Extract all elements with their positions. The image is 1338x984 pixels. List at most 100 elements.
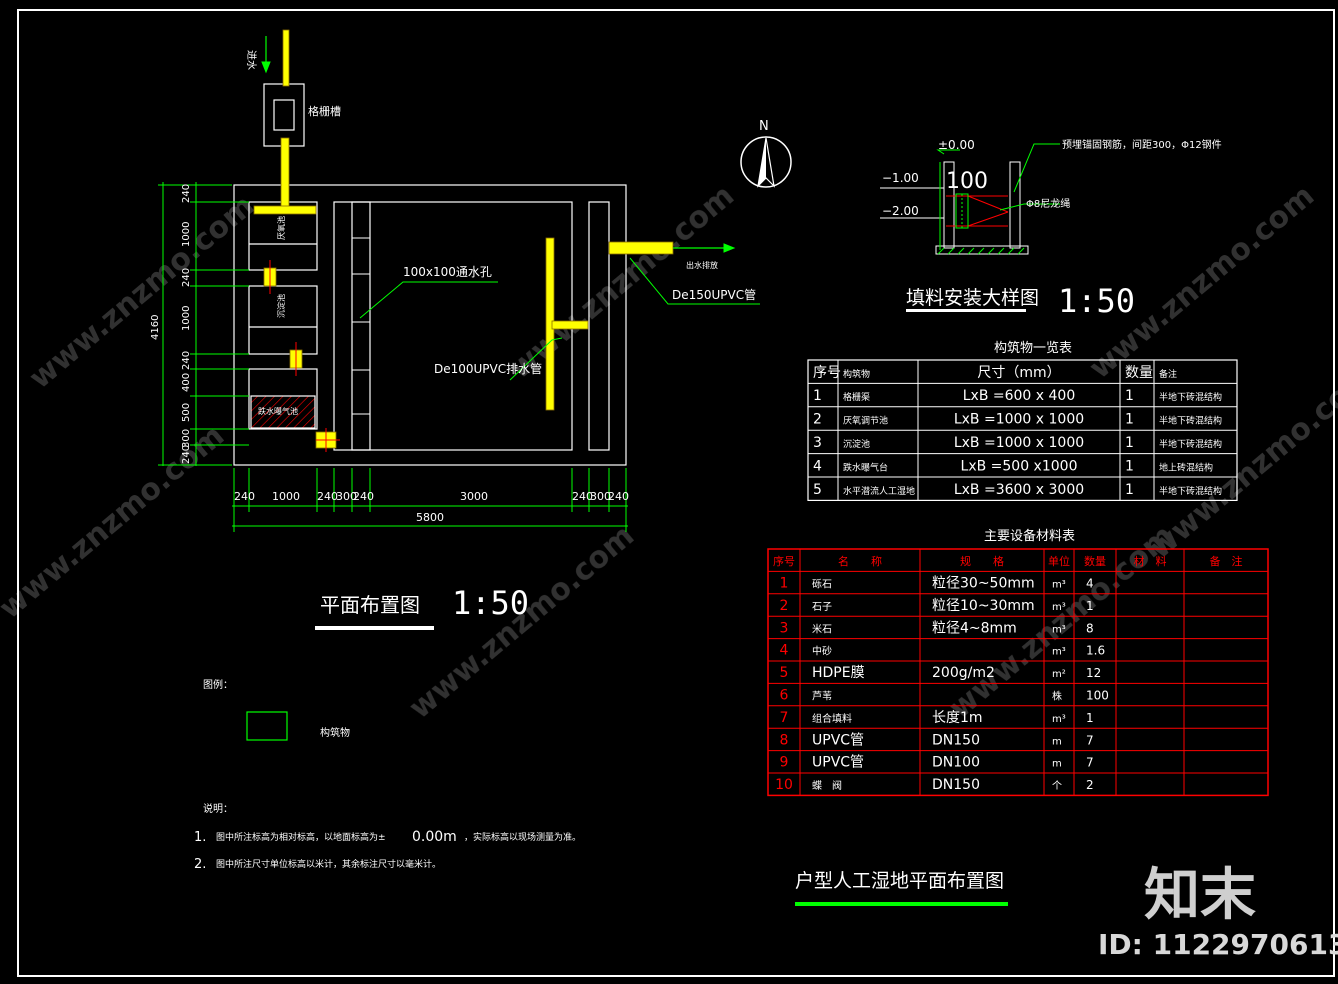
note-number: 1. [194,830,206,845]
inlet-label: 进水 [245,50,257,70]
plan-title: 平面布置图 [320,593,420,617]
struct-table-cell: 半地下砖混结构 [1159,438,1222,450]
material-table-cell: m³ [1052,624,1066,635]
struct-table-cell: 1 [813,388,822,404]
struct-table-cell: 1 [1125,388,1134,404]
material-table-cell: 7 [1086,756,1094,770]
grille-screen [273,99,295,131]
detail-title-underline [906,309,1026,312]
struct-table-cell: 5 [813,482,822,498]
legend-label: 图例： [203,678,233,691]
dim-label: 240 [181,268,192,287]
material-table-cell: HDPE膜 [812,665,865,681]
struct-table-cell: 3 [813,435,822,451]
dim-label: 240 [572,490,593,503]
material-table-cell: 蝶 阀 [812,779,842,792]
material-table-cell: DN100 [932,755,980,771]
note-number: 2. [194,857,206,872]
chamber-aeration [248,368,318,430]
dim-label: 240 [317,490,338,503]
dim-label: 3000 [460,490,488,503]
material-table-header: 材 料 [1134,554,1167,568]
struct-table-cell: LxB =1000 x 1000 [954,412,1084,428]
dim-chain-left [158,182,249,466]
dim-label: 300 [336,490,357,503]
material-table-cell: m² [1052,669,1066,680]
detail-note-nylon: Φ8尼龙绳 [1026,197,1070,210]
plan-title-underline [315,626,434,630]
sheet-title: 户型人工湿地平面布置图 [795,870,1004,892]
dim-label: 500 [181,403,192,422]
dim-total-width: 5800 [416,511,444,524]
material-table-cell: m³ [1052,714,1066,725]
material-table-cell: 5 [780,665,789,681]
brand-logo: 知末 [1144,863,1256,928]
material-table-cell: 1 [1086,599,1094,613]
material-table-cell: 中砂 [812,645,832,658]
material-table-cell: UPVC管 [812,732,864,748]
detail-view [880,161,1029,255]
material-table-cell: 1 [780,576,789,592]
struct-table-cell: 地上砖混结构 [1159,461,1213,473]
detail-title: 填料安装大样图 [906,287,1039,309]
material-table-cell: m³ [1052,580,1066,591]
struct-table-cell: 1 [1125,482,1134,498]
plan-scale: 1:50 [452,584,529,622]
struct-table-cell: LxB =1000 x 1000 [954,435,1084,451]
struct-table-cell: LxB =500 x1000 [961,458,1078,474]
detail-hatch [937,247,1025,255]
material-table-header: 数量 [1084,555,1106,568]
material-table-cell: DN150 [932,732,980,748]
material-table-cell: 粒径10~30mm [932,598,1035,614]
dim-label: 1000 [272,490,300,503]
note-value: 0.00m [412,829,457,845]
material-table-cell: 200g/m2 [932,665,995,681]
dim-label: 240 [234,490,255,503]
plan-outer-wall [233,184,627,466]
watermark-text: www.znzmo.com [1143,358,1338,566]
material-table-cell: 石子 [812,601,832,613]
valve-marks [269,260,340,452]
struct-table-cell: 水平潜流人工湿地 [843,485,915,497]
material-table-cell: 粒径4~8mm [932,620,1017,636]
chamber-label: 厌氧池 [276,216,286,240]
material-table-cell: 长度1m [932,710,983,726]
flow-arrows [261,36,736,253]
dim-label: 240 [181,351,192,370]
struct-table-cell: 2 [813,412,822,428]
detail-lines [936,143,1060,250]
chamber-label: 沉淀池 [276,294,286,318]
material-table-cell: 8 [1086,621,1094,635]
material-table-cell: 4 [780,643,789,659]
material-table-cell: 10 [775,777,793,793]
material-table-cell: 个 [1052,780,1062,792]
dim-label: 240 [181,184,192,203]
leader-lines [359,257,760,381]
dim-left-labels: 240 1000 240 1000 240 400 500 240 300 41… [150,184,192,464]
brand-id: ID: 1122970613 [1098,928,1338,961]
note-text: ，实际标高以现场测量为准。 [464,831,581,843]
watermark-text: www.znzmo.com [403,518,641,726]
north-label: N [759,119,769,134]
watermark-text: www.znzmo.com [23,188,261,396]
note-text: 图中所注尺寸单位标高以米计，其余标注尺寸以毫米计。 [216,858,441,870]
dim-label: 300 [590,490,611,503]
struct-table-cell: LxB =600 x 400 [963,388,1076,404]
label-outlet-pipe: De150UPVC管 [672,287,756,302]
dim-label: 400 [181,373,192,392]
material-table-cell: 3 [780,620,789,636]
material-table-cell: 米石 [812,622,832,635]
dim-total-height: 4160 [150,315,161,340]
material-table-cell: m [1052,759,1062,770]
legend-item: 构筑物 [320,726,350,739]
material-table-cell: 1.6 [1086,644,1105,658]
chamber-label: 跌水曝气池 [258,406,298,416]
chamber-sedimentation [248,285,318,355]
material-table-cell: UPVC管 [812,755,864,771]
material-table-cell: DN150 [932,777,980,793]
material-table-cell: 芦苇 [812,690,832,703]
detail-dim: 100 [946,169,988,194]
elev-label: −2.00 [882,204,919,218]
